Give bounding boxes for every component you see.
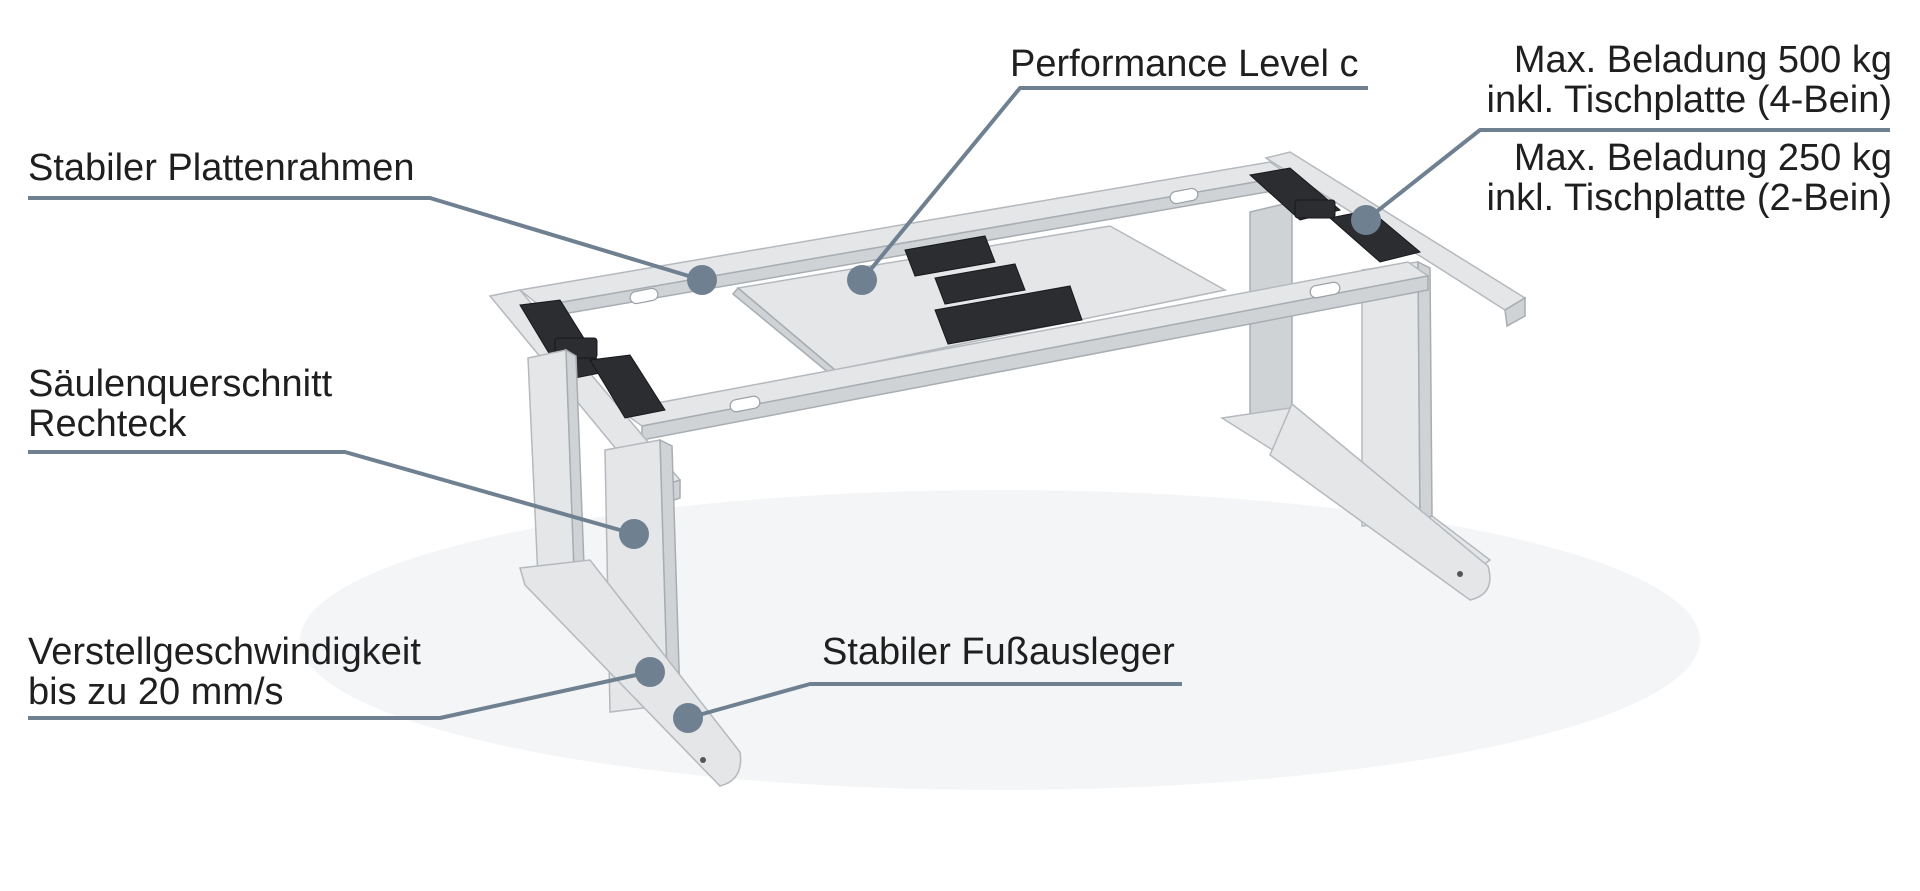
left-motor-housing — [519, 299, 666, 419]
label-performance: Performance Level c — [1010, 43, 1359, 85]
label-plattenrahmen: Stabiler Plattenrahmen — [28, 147, 415, 189]
leader-saeule — [28, 450, 635, 536]
dot-plattenrahmen — [687, 265, 717, 295]
left-back-leg — [527, 348, 585, 579]
label-saeulenquerschnitt: Säulenquerschnitt Rechteck — [28, 363, 333, 445]
dot-saeule — [619, 519, 649, 549]
leader-beladung — [1364, 128, 1890, 222]
leader-geschwindigkeit — [28, 670, 651, 720]
leader-plattenrahmen — [28, 196, 703, 282]
dot-performance — [847, 265, 877, 295]
label-fussausleger: Stabiler Fußausleger — [822, 631, 1175, 673]
leader-fussausleger — [687, 682, 1182, 720]
dot-beladung — [1351, 205, 1381, 235]
dot-geschwindigkeit — [635, 657, 665, 687]
right-front-leg — [1269, 260, 1491, 601]
control-boxes — [904, 235, 1083, 345]
leader-performance — [860, 86, 1368, 282]
dot-fussausleger — [673, 703, 703, 733]
label-beladung-2bein: Max. Beladung 250 kg inkl. Tischplatte (… — [1486, 137, 1893, 219]
label-beladung-4bein: Max. Beladung 500 kg inkl. Tischplatte (… — [1486, 39, 1893, 121]
label-verstellgeschwindigkeit: Verstellgeschwindigkeit bis zu 20 mm/s — [28, 631, 421, 713]
